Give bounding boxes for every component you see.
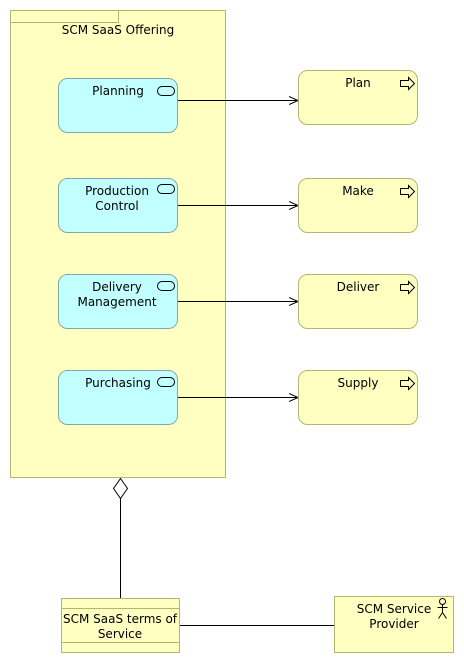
contract-label: SCM SaaS terms of Service	[62, 612, 178, 641]
service-label-purchasing: Purchasing	[85, 376, 151, 390]
application-service-purchasing[interactable]	[58, 370, 178, 425]
process-arrow-icon	[400, 280, 416, 295]
actor-stick-figure-icon	[437, 598, 448, 619]
service-label-production-control: Production Control	[85, 184, 149, 213]
actor-label: SCM Service Provider	[356, 602, 432, 631]
aggregation-diamond-icon	[112, 477, 129, 500]
process-label-plan: Plan	[345, 76, 371, 90]
application-service-delivery-management[interactable]	[58, 274, 178, 329]
service-icon	[157, 184, 175, 194]
service-label-delivery-management: Delivery Management	[77, 280, 157, 309]
service-icon	[157, 377, 175, 387]
process-label-supply: Supply	[337, 376, 379, 390]
service-icon	[157, 281, 175, 291]
process-arrow-icon	[400, 376, 416, 391]
application-service-planning[interactable]	[58, 78, 178, 133]
process-arrow-icon	[400, 76, 416, 91]
service-icon	[157, 86, 175, 96]
process-arrow-icon	[400, 184, 416, 199]
business-process-supply[interactable]	[298, 370, 418, 425]
product-title: SCM SaaS Offering	[61, 23, 175, 37]
business-process-deliver[interactable]	[298, 274, 418, 329]
business-actor-scm-service-provider[interactable]	[334, 596, 454, 653]
process-label-deliver: Deliver	[336, 280, 380, 294]
contract-scm-saas-terms[interactable]	[61, 598, 180, 653]
business-process-make[interactable]	[298, 178, 418, 233]
service-label-planning: Planning	[92, 84, 144, 98]
process-label-make: Make	[342, 184, 374, 198]
application-service-production-control[interactable]	[58, 178, 178, 233]
aggregation-relationship	[112, 477, 129, 598]
business-process-plan[interactable]	[298, 70, 418, 125]
service-process-connections	[177, 101, 298, 398]
